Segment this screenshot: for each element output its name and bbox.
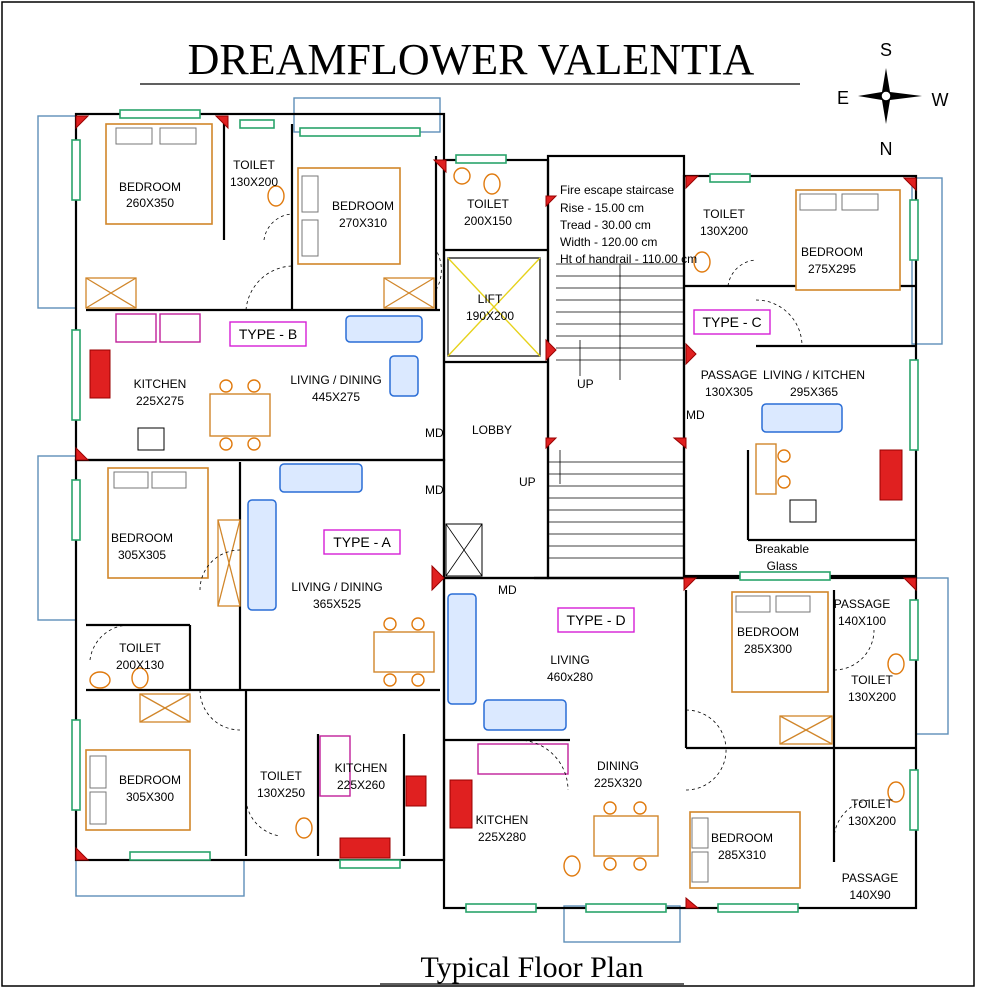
stair-up-label-1: UP [577, 377, 594, 391]
a-kitchen-name: KITCHEN [335, 761, 388, 775]
d-dining-name: DINING [597, 759, 639, 773]
staircase-line3: Tread - 30.00 cm [560, 218, 651, 232]
type-a-tag [323, 529, 401, 555]
a-living-name: LIVING / DINING [291, 580, 382, 594]
compass-north: N [880, 139, 893, 159]
b-toilet1-size: 130X200 [230, 175, 278, 189]
b-toilet2-size: 200X150 [464, 214, 512, 228]
a-toilet2-size: 130X250 [257, 786, 305, 800]
type-a-label: TYPE - A [333, 534, 391, 550]
a-bedroom2-size: 305X300 [126, 790, 174, 804]
staircase-line4: Width - 120.00 cm [560, 235, 657, 249]
wardrobes [85, 277, 833, 745]
b-bedroom1-size: 260X350 [126, 196, 174, 210]
a-bedroom1-name: BEDROOM [111, 531, 173, 545]
md-label-c: MD [686, 408, 705, 422]
d-living-size: 460x280 [547, 670, 593, 684]
sofas [247, 315, 843, 731]
d-toilet1-size: 130X200 [848, 690, 896, 704]
c-toilet-size: 130X200 [700, 224, 748, 238]
b-toilet2-name: TOILET [467, 197, 509, 211]
b-kitchen-size: 225X275 [136, 394, 184, 408]
compass-icon [858, 68, 922, 124]
c-living-name: LIVING / KITCHEN [763, 368, 865, 382]
kitchen-fixtures [89, 313, 903, 859]
d-living-name: LIVING [550, 653, 589, 667]
d-passage1-name: PASSAGE [834, 597, 890, 611]
type-d-tag [557, 607, 635, 633]
md-label-d: MD [498, 583, 517, 597]
c-bedroom-name: BEDROOM [801, 245, 863, 259]
a-toilet1-name: TOILET [119, 641, 161, 655]
d-toilet2-name: TOILET [851, 797, 893, 811]
d-passage1-size: 140X100 [838, 614, 886, 628]
c-passage-size: 130X305 [705, 385, 753, 399]
d-dining-size: 225X320 [594, 776, 642, 790]
stair-up-label-2: UP [519, 475, 536, 489]
b-bedroom2-name: BEDROOM [332, 199, 394, 213]
c-passage-name: PASSAGE [701, 368, 757, 382]
staircase-line1: Fire escape staircase [560, 183, 674, 197]
a-toilet1-size: 200X130 [116, 658, 164, 672]
a-living-size: 365X525 [313, 597, 361, 611]
lift-shaft [445, 257, 541, 577]
d-bedroom2-size: 285X310 [718, 848, 766, 862]
type-b-label: TYPE - B [239, 326, 297, 342]
fire-escape-staircase [547, 263, 684, 570]
walls [74, 112, 918, 910]
type-b-tag [229, 321, 307, 347]
type-c-tag [693, 309, 771, 335]
beds [85, 123, 901, 889]
d-passage2-size: 140X90 [849, 888, 891, 902]
c-toilet-name: TOILET [703, 207, 745, 221]
d-passage2-name: PASSAGE [842, 871, 898, 885]
doors [89, 213, 875, 841]
b-bedroom2-size: 270X310 [339, 216, 387, 230]
windows [71, 109, 919, 913]
b-living-name: LIVING / DINING [290, 373, 381, 387]
plan-subtitle: Typical Floor Plan [421, 951, 644, 984]
d-kitchen-size: 225X280 [478, 830, 526, 844]
structural-columns [75, 115, 917, 909]
lobby-label: LOBBY [472, 423, 512, 437]
plan-title: DREAMFLOWER VALENTIA [188, 35, 755, 84]
b-kitchen-name: KITCHEN [134, 377, 187, 391]
breakable-glass-line1: Breakable [755, 542, 809, 556]
md-label-a: MD [425, 483, 444, 497]
b-toilet1-name: TOILET [233, 158, 275, 172]
staircase-line5: Ht of handrail - 110.00 cm [560, 252, 697, 266]
staircase-line2: Rise - 15.00 cm [560, 201, 644, 215]
a-bedroom1-size: 305X305 [118, 548, 166, 562]
a-toilet2-name: TOILET [260, 769, 302, 783]
lift-name: LIFT [478, 292, 503, 306]
compass-east: E [837, 88, 849, 108]
type-d-label: TYPE - D [566, 612, 625, 628]
toilet-fixtures [89, 167, 905, 877]
a-bedroom2-name: BEDROOM [119, 773, 181, 787]
c-living-size: 295X365 [790, 385, 838, 399]
type-c-label: TYPE - C [702, 314, 761, 330]
d-kitchen-name: KITCHEN [476, 813, 529, 827]
compass-south: S [880, 40, 892, 60]
b-living-size: 445X275 [312, 390, 360, 404]
md-label-b: MD [425, 426, 444, 440]
d-bedroom2-name: BEDROOM [711, 831, 773, 845]
b-bedroom1-name: BEDROOM [119, 180, 181, 194]
page-frame [1, 1, 975, 987]
breakable-glass-line2: Glass [767, 559, 798, 573]
c-bedroom-size: 275X295 [808, 262, 856, 276]
d-toilet1-name: TOILET [851, 673, 893, 687]
lift-size: 190X200 [466, 309, 514, 323]
a-kitchen-size: 225X260 [337, 778, 385, 792]
d-bedroom1-size: 285X300 [744, 642, 792, 656]
dining-furniture [209, 379, 791, 871]
d-toilet2-size: 130X200 [848, 814, 896, 828]
compass-west: W [932, 90, 949, 110]
d-bedroom1-name: BEDROOM [737, 625, 799, 639]
